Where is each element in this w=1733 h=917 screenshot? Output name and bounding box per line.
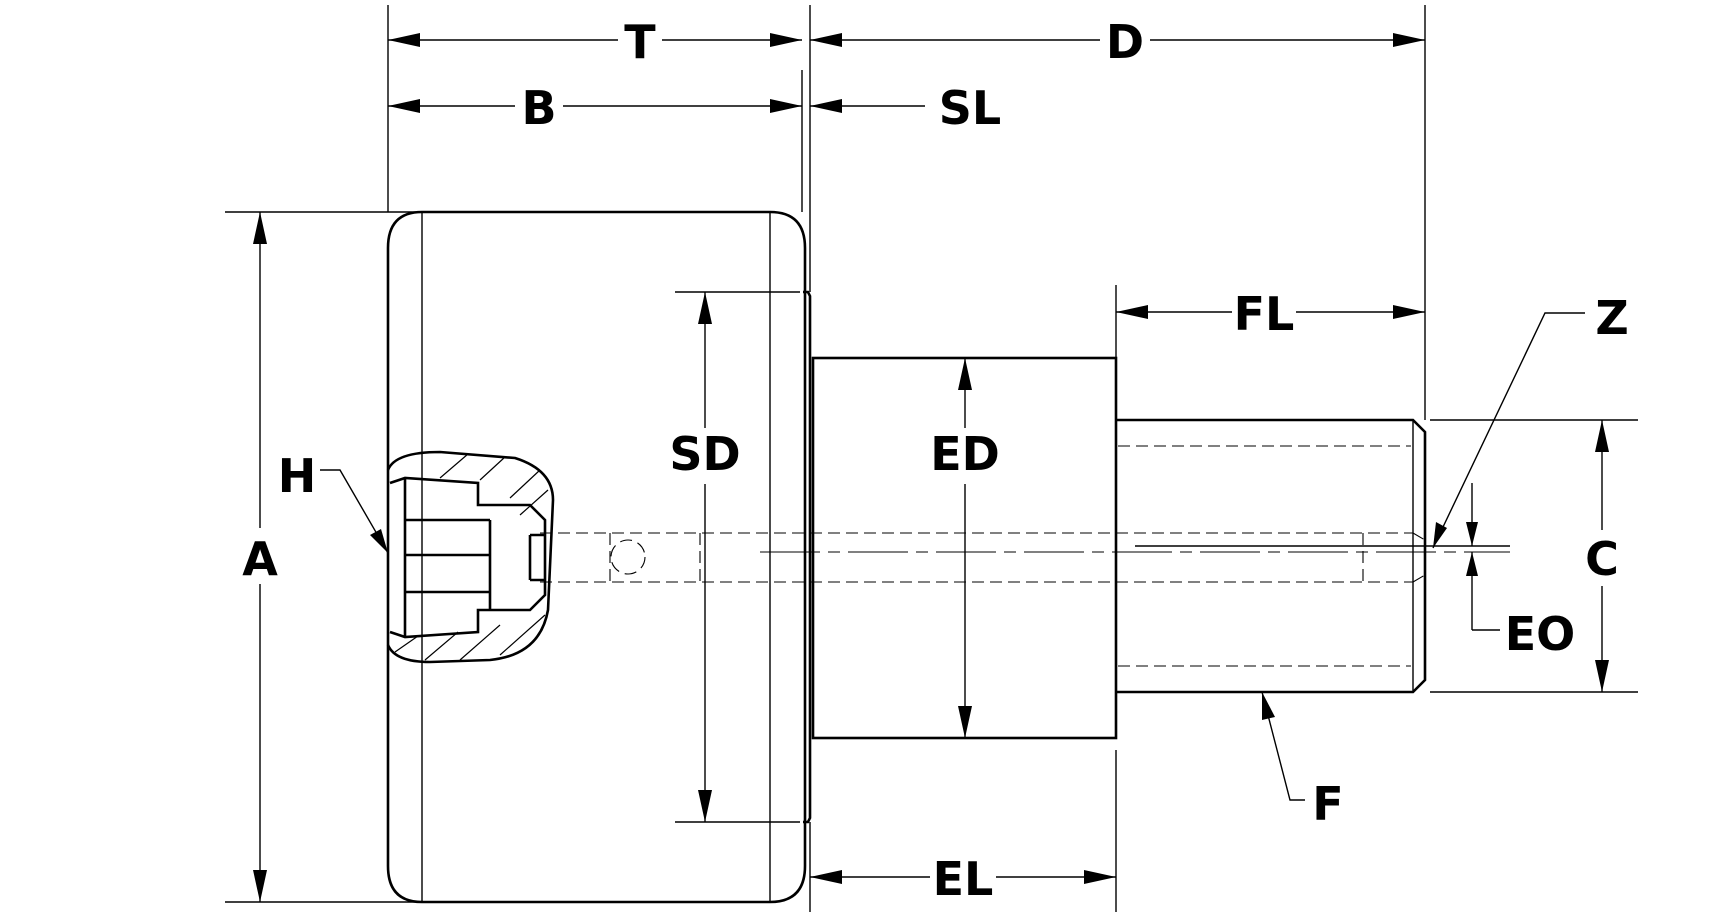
label-z: Z — [1595, 291, 1628, 345]
label-eo: EO — [1505, 607, 1576, 661]
label-sl: SL — [939, 81, 1001, 135]
leader-h — [320, 469, 389, 554]
shoulder-washer — [803, 290, 812, 824]
label-el: EL — [933, 852, 994, 906]
hex-socket-section — [386, 450, 555, 664]
leader-z — [1432, 312, 1585, 549]
extension-lines — [225, 5, 1638, 912]
label-a: A — [242, 532, 278, 586]
label-sd: SD — [669, 427, 740, 481]
label-t: T — [624, 15, 656, 69]
lube-bore — [540, 532, 1426, 583]
leader-f — [1261, 691, 1305, 801]
outer-roller — [386, 210, 807, 904]
label-fl: FL — [1234, 287, 1295, 341]
label-f: F — [1312, 777, 1343, 831]
label-b: B — [521, 81, 556, 135]
label-d: D — [1106, 15, 1144, 69]
label-ed: ED — [930, 427, 1000, 481]
dimension-labels: T D B SL FL Z H A SD ED C EO F EL — [238, 15, 1629, 906]
label-h: H — [278, 449, 317, 503]
threaded-stud — [1116, 418, 1427, 694]
label-c: C — [1585, 532, 1619, 586]
